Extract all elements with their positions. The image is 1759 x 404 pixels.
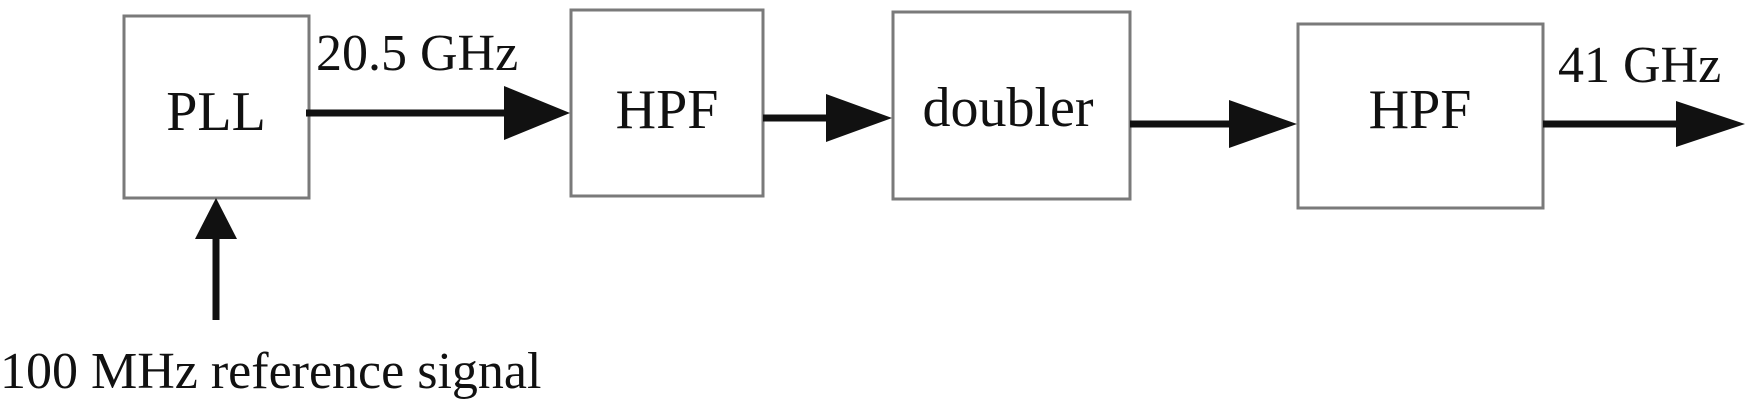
hpf-block-1-label: HPF bbox=[616, 79, 719, 141]
hpf-block-2-label: HPF bbox=[1369, 79, 1472, 141]
arrow-hpf-to-doubler bbox=[763, 94, 892, 142]
pll-block-label: PLL bbox=[166, 81, 266, 143]
hpf-block-2: HPF bbox=[1296, 22, 1545, 210]
hpf-block-1-border bbox=[569, 8, 765, 198]
arrow-reference-to-pll bbox=[195, 198, 237, 320]
doubler-block: doubler bbox=[891, 10, 1132, 201]
hpf-block-2-border bbox=[1296, 22, 1545, 210]
pll-block-border bbox=[122, 14, 311, 200]
arrow-output-head bbox=[1676, 101, 1745, 147]
arrow-pll-to-hpf-head bbox=[504, 86, 570, 140]
doubler-block-border bbox=[891, 10, 1132, 201]
arrow-hpf-to-doubler-head bbox=[826, 94, 892, 142]
arrow-doubler-to-hpf-head bbox=[1229, 100, 1297, 148]
arrow-doubler-to-hpf bbox=[1130, 100, 1297, 148]
arrow-output bbox=[1543, 101, 1745, 147]
arrow-reference-to-pll-head bbox=[195, 198, 237, 239]
final-output-frequency-label: 41 GHz bbox=[1558, 37, 1721, 94]
arrow-pll-to-hpf bbox=[306, 86, 570, 140]
hpf-block-1: HPF bbox=[569, 8, 765, 198]
doubler-block-label: doubler bbox=[922, 77, 1093, 139]
pll-block: PLL bbox=[122, 14, 311, 200]
reference-signal-label: 100 MHz reference signal bbox=[0, 343, 541, 400]
pll-output-frequency-label: 20.5 GHz bbox=[316, 25, 518, 82]
